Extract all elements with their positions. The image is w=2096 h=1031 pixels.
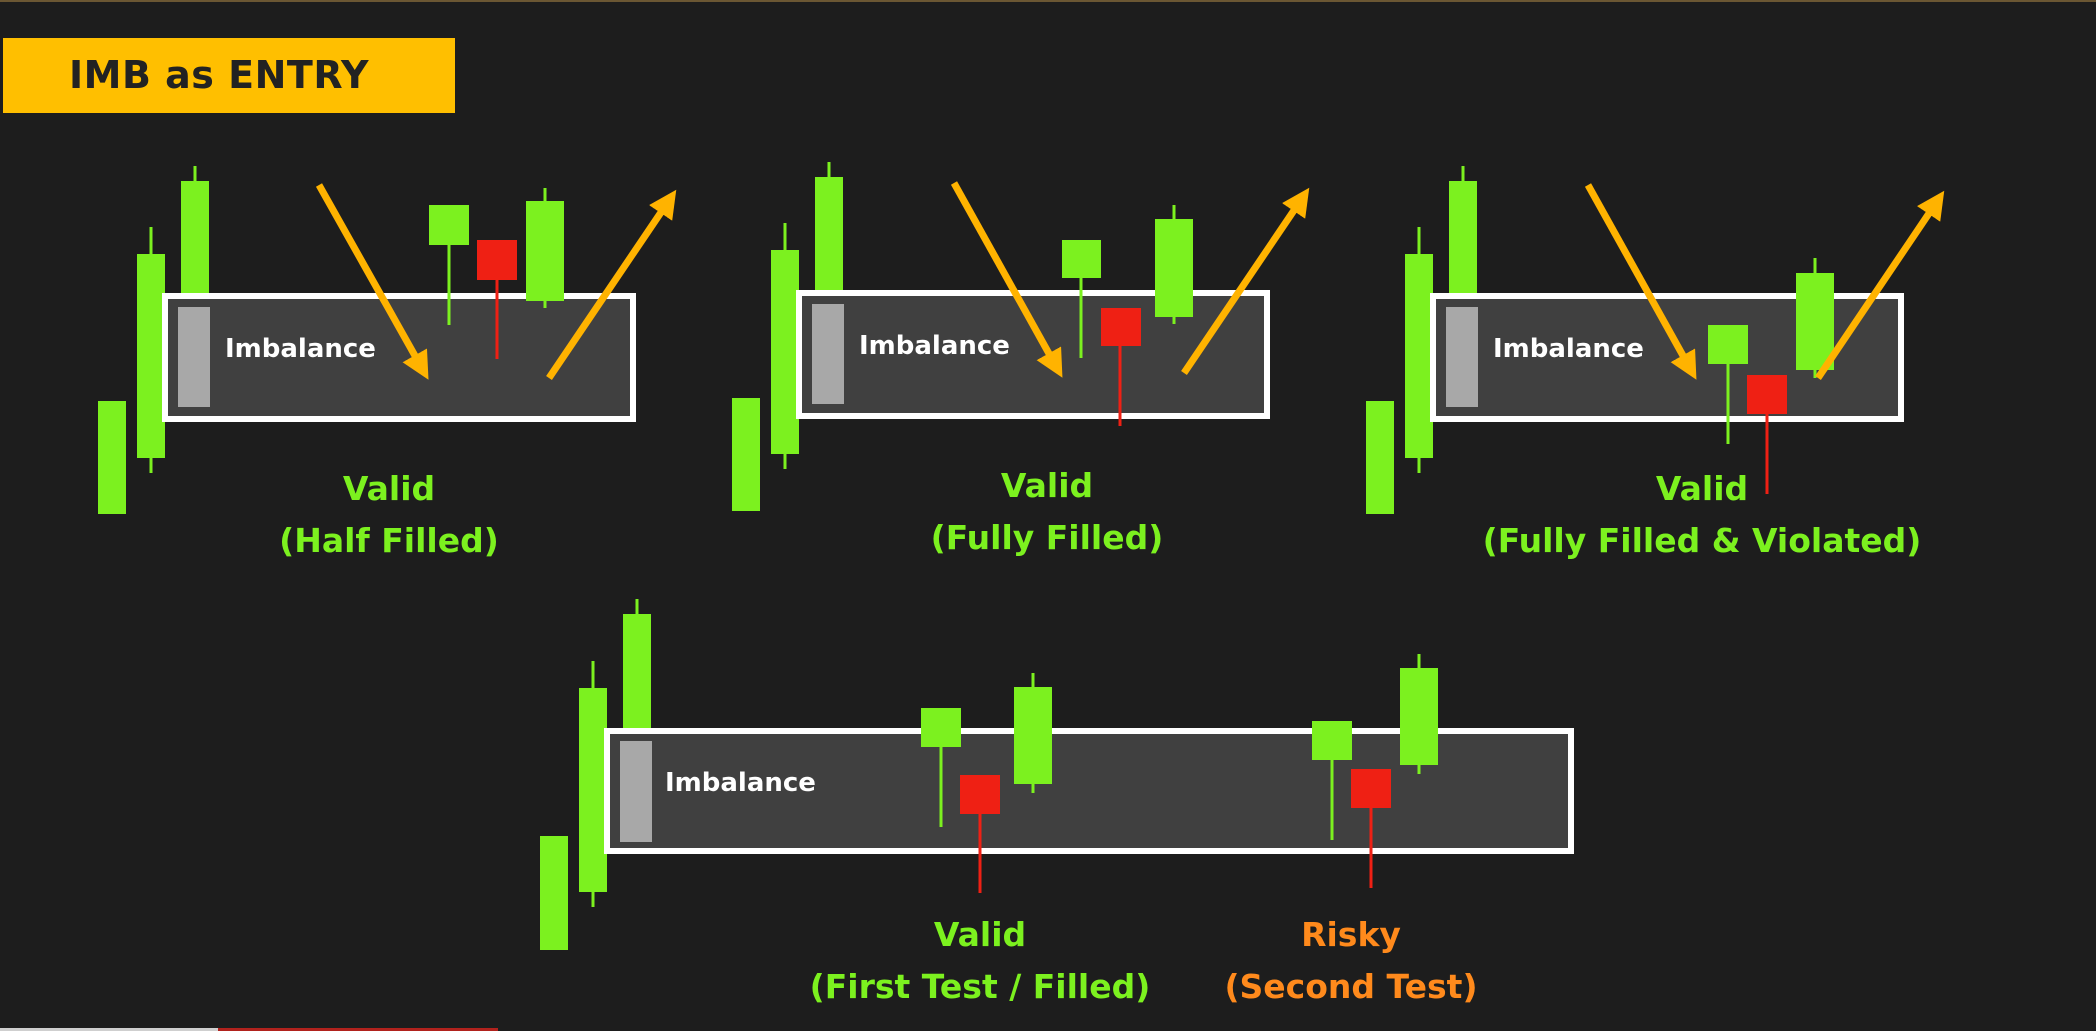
panel-fully-filled: Imbalance Valid (Fully Filled) xyxy=(732,162,1310,557)
caption-detail: (First Test / Filled) xyxy=(810,967,1151,1006)
bullish-candle xyxy=(1155,205,1193,324)
caption-status: Valid xyxy=(343,469,435,508)
impulse-candle xyxy=(815,162,843,296)
arrow-up-icon xyxy=(1815,190,1945,380)
bearish-candle xyxy=(1101,308,1141,426)
imbalance-zone xyxy=(162,293,636,422)
bearish-candle xyxy=(1747,375,1787,494)
imbalance-label: Imbalance xyxy=(1493,334,1644,364)
page-title: IMB as ENTRY xyxy=(69,53,370,97)
caption-status: Valid xyxy=(934,915,1026,954)
imbalance-label: Imbalance xyxy=(665,768,816,798)
imbalance-label: Imbalance xyxy=(225,334,376,364)
imbalance-marker-bar xyxy=(1446,307,1478,407)
imbalance-marker-bar xyxy=(178,307,210,407)
impulse-candle xyxy=(579,661,607,907)
bearish-candle xyxy=(477,240,517,359)
caption-status: Valid xyxy=(1001,466,1093,505)
impulse-candle xyxy=(732,398,760,511)
arrow-down-icon xyxy=(1584,183,1697,380)
video-progress-buffered xyxy=(218,1028,498,1031)
bullish-candle xyxy=(526,188,564,308)
title-banner: IMB as ENTRY xyxy=(3,38,455,113)
imbalance-zone xyxy=(796,290,1270,419)
bearish-candle xyxy=(1351,769,1391,888)
bullish-candle xyxy=(1014,673,1052,793)
imbalance-label: Imbalance xyxy=(859,331,1010,361)
impulse-candle xyxy=(623,599,651,735)
arrow-down-icon xyxy=(315,183,429,380)
bullish-candle xyxy=(921,708,961,827)
arrow-down-icon xyxy=(950,181,1063,378)
arrow-up-icon xyxy=(546,189,677,380)
bullish-candle xyxy=(429,205,469,325)
caption-detail: (Half Filled) xyxy=(279,521,499,560)
impulse-candle xyxy=(137,227,165,473)
bearish-candle xyxy=(960,775,1000,893)
caption-status-risky: Risky xyxy=(1301,915,1401,954)
impulse-candle xyxy=(540,836,568,950)
imbalance-marker-bar xyxy=(812,304,844,404)
imbalance-marker-bar xyxy=(620,741,652,842)
impulse-candle xyxy=(771,223,799,469)
arrow-up-icon xyxy=(1181,187,1310,375)
bullish-candle xyxy=(1400,654,1438,774)
impulse-candle xyxy=(98,401,126,514)
caption-detail: (Fully Filled & Violated) xyxy=(1483,521,1922,560)
top-border xyxy=(0,0,2096,2)
bullish-candle xyxy=(1312,721,1352,840)
bullish-candle xyxy=(1708,325,1748,444)
caption-status: Valid xyxy=(1656,469,1748,508)
caption-detail-risky: (Second Test) xyxy=(1224,967,1477,1006)
video-progress-played xyxy=(0,1028,218,1031)
panel-first-second-test: Imbalance Valid (First Test / Filled) xyxy=(540,599,1574,1006)
bullish-candle xyxy=(1796,258,1834,378)
panel-fully-filled-violated: Imbalance Valid (Fully Filled & Violated… xyxy=(1366,166,1945,560)
impulse-candle xyxy=(1366,401,1394,514)
impulse-candle xyxy=(181,166,209,300)
caption-detail: (Fully Filled) xyxy=(931,518,1164,557)
impulse-candle xyxy=(1449,166,1477,300)
impulse-candle xyxy=(1405,227,1433,473)
panel-half-filled: Imbalance Valid (Half Filled) xyxy=(98,166,677,560)
bullish-candle xyxy=(1062,240,1101,358)
